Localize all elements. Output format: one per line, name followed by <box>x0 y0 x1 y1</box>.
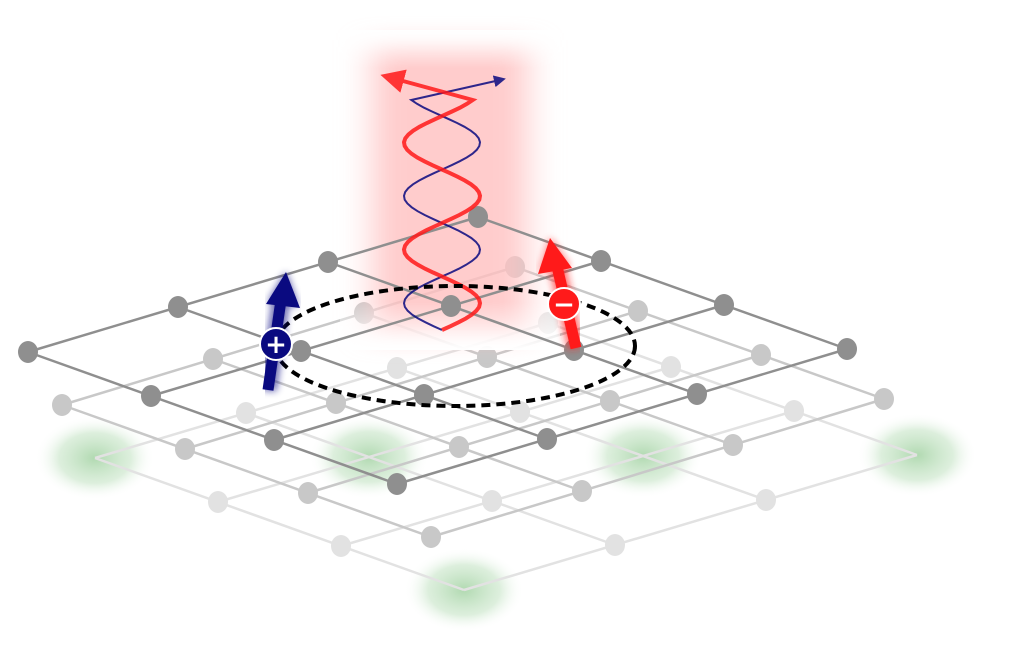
lattice-bond <box>327 260 698 396</box>
lattice-bond <box>463 453 918 592</box>
helix-strand <box>380 69 483 332</box>
lattice-bond <box>27 350 398 486</box>
lattice-site <box>141 385 161 407</box>
lattice-site <box>331 535 351 557</box>
lattice-bond <box>94 456 465 592</box>
lattice-site <box>628 300 648 322</box>
lattice-bond <box>217 365 672 504</box>
lattice-site <box>264 429 284 451</box>
lattice-site <box>477 346 497 368</box>
lattice-site <box>537 428 557 450</box>
lattice-bond <box>177 305 548 441</box>
lattice-bond <box>396 347 848 486</box>
negative-charge-label: − <box>553 290 575 320</box>
lattice-site <box>468 206 488 228</box>
lattice-bond <box>27 215 479 354</box>
lattice-bond <box>307 353 762 495</box>
top-lattice <box>18 206 857 495</box>
lattice-site <box>756 489 776 511</box>
lattice-bond <box>184 309 639 451</box>
lattice-site <box>326 392 346 414</box>
lattice-site <box>572 480 592 502</box>
lattice-site <box>236 402 256 424</box>
lattice-site <box>291 340 311 362</box>
lattice-site <box>874 388 894 410</box>
lattice-bond <box>396 366 767 502</box>
lattice-site <box>591 250 611 272</box>
lattice-site <box>318 251 338 273</box>
helix-strand <box>402 75 506 331</box>
lattice-site <box>723 434 743 456</box>
lattice-site <box>52 394 72 416</box>
lattice-site <box>168 296 188 318</box>
lattice-site <box>387 473 407 495</box>
lattice-site <box>784 400 804 422</box>
helix-wave-icon <box>380 69 506 332</box>
lattice-bond <box>430 397 885 539</box>
lattice-site <box>387 357 407 379</box>
positive-charge-label: + <box>265 330 287 360</box>
lattice-bond <box>61 403 432 539</box>
lattice-site <box>449 436 469 458</box>
lattice-bond <box>273 303 725 442</box>
lattice-site <box>600 390 620 412</box>
lattice-site <box>510 401 530 423</box>
lattice-site <box>18 341 38 363</box>
lattice-bond <box>150 259 602 398</box>
lattice-site <box>414 384 434 406</box>
bottom-lattice <box>35 312 977 632</box>
dashed-loop-icon <box>273 284 637 408</box>
lattice-site <box>208 491 228 513</box>
lattice-site <box>175 438 195 460</box>
lattice-site <box>482 490 502 512</box>
lattice-bond <box>477 215 848 351</box>
lattice-site <box>714 294 734 316</box>
lattice-site <box>421 526 441 548</box>
lattice-site <box>605 534 625 556</box>
lattice-bond <box>245 411 616 547</box>
lattice-site <box>687 383 707 405</box>
spin-up-arrow-red-icon: − <box>538 238 584 350</box>
lattice-site <box>751 344 771 366</box>
spin-up-arrow-navy-icon: + <box>259 272 300 392</box>
lattice-site <box>661 356 681 378</box>
lattice-site <box>837 338 857 360</box>
lattice-bond <box>514 265 885 401</box>
lattice-site <box>203 348 223 370</box>
lattice-bond <box>340 409 795 548</box>
lattice-bond <box>547 321 918 457</box>
lattice-site <box>298 482 318 504</box>
lattice-site <box>441 295 461 317</box>
